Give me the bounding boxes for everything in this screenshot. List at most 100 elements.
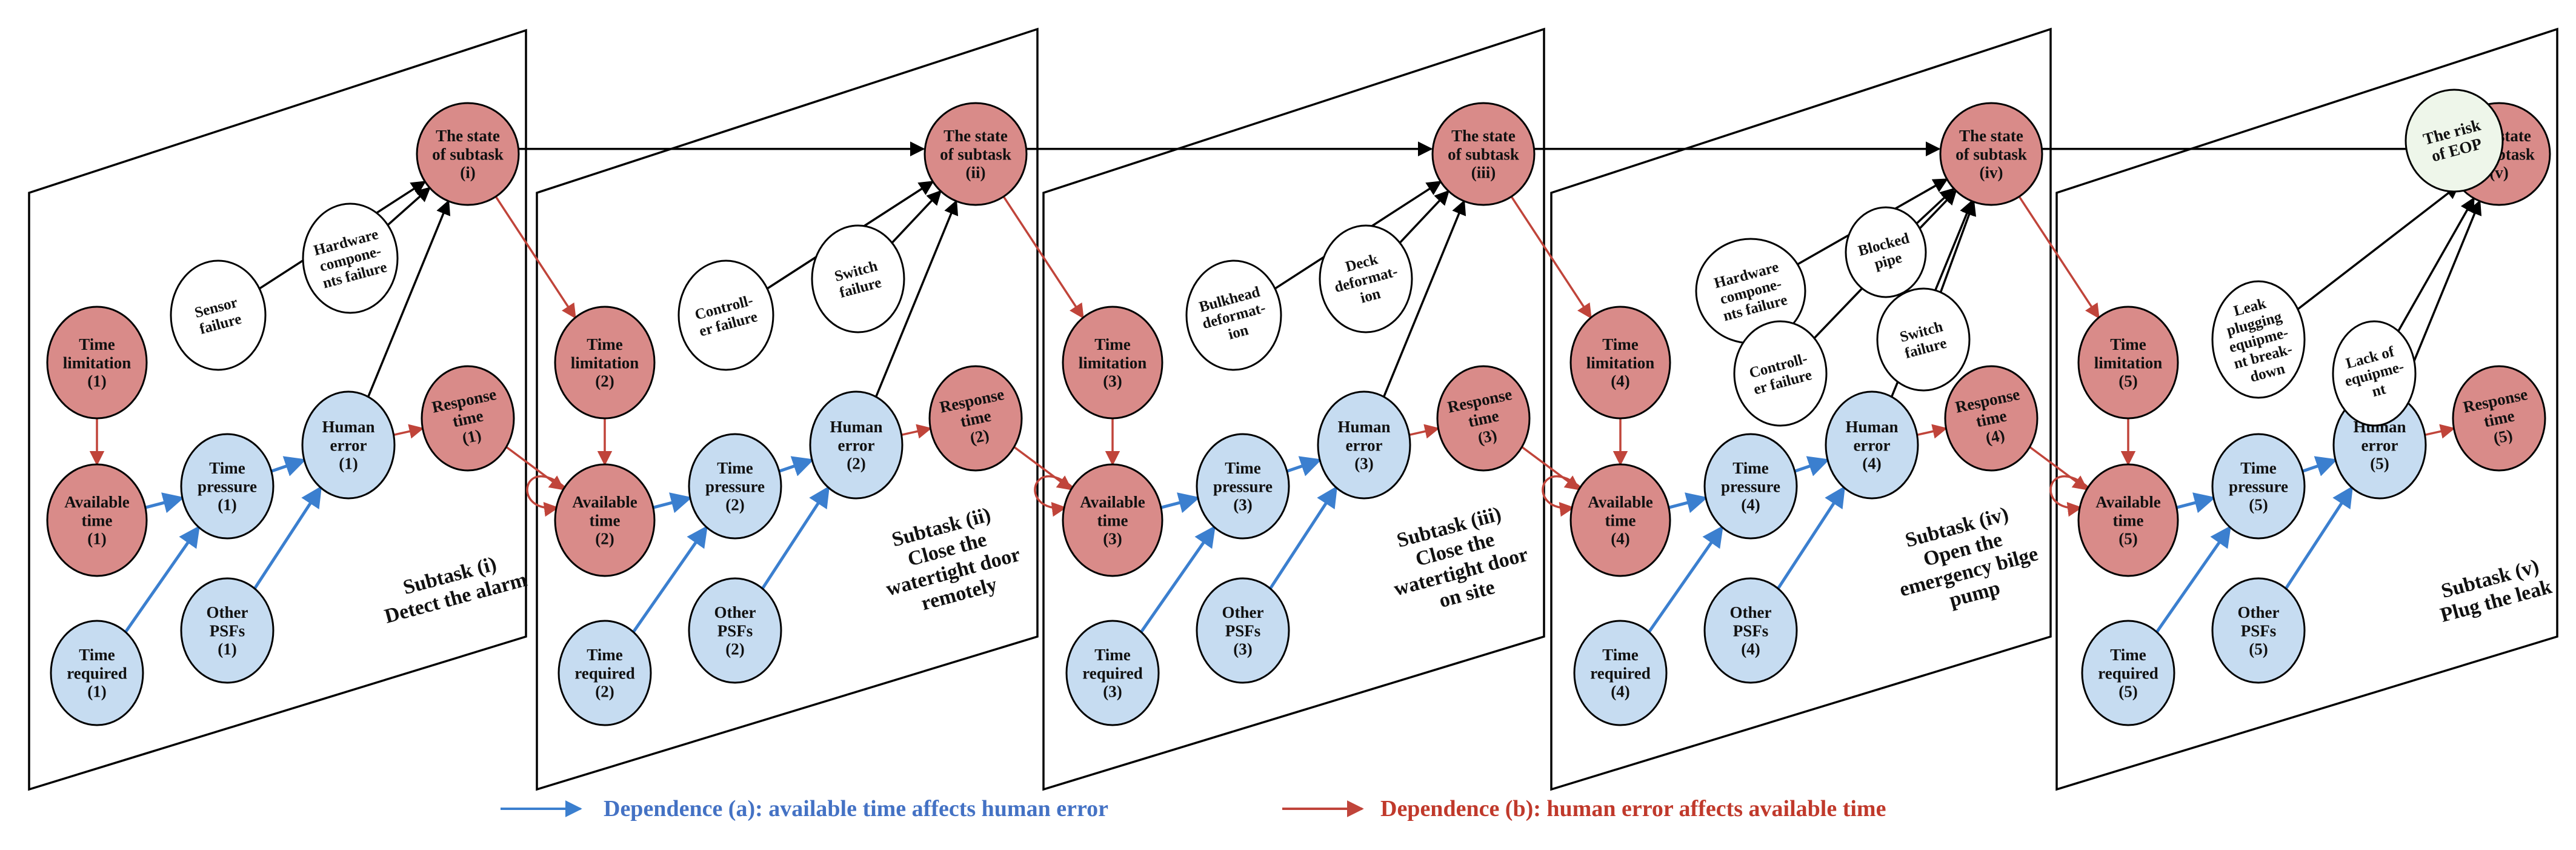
available-time-node-v-shape: [2077, 463, 2179, 577]
edge-available-to-pressure-iii: [1160, 492, 1200, 514]
time-required-node-iv-label: Time: [1602, 646, 1639, 664]
factor-node-iv-3-shape: [1876, 287, 1971, 392]
edge-response-to-next-available-2: [1013, 446, 1073, 490]
other-psfs-node-iv-label: PSFs: [1733, 621, 1769, 640]
subtask-panel-ii: [536, 27, 1039, 791]
risk-of-eop-node-shape: [2405, 89, 2504, 193]
state-node-iii-label: The state: [1451, 127, 1516, 145]
available-time-node-iii-label: time: [1097, 511, 1128, 529]
state-node-i-label: The state: [436, 127, 500, 145]
time-limitation-node-iv-label: (4): [1611, 372, 1629, 390]
factor-node-ii-1-shape: [811, 224, 905, 333]
response-time-node-ii-label: (2): [968, 426, 991, 447]
available-time-node-iv-label: (4): [1611, 530, 1629, 548]
factor-node-i-0-shape: [170, 259, 267, 371]
time-limitation-node-i-label: (1): [87, 372, 106, 390]
edge-error-to-state-ii: [875, 199, 959, 398]
edge-error-to-response-iv: [1917, 424, 1948, 439]
legend-a-text: Dependence (a): available time affects h…: [604, 796, 1108, 822]
time-pressure-node-i-label: (1): [218, 496, 236, 514]
edge-response-to-next-available-1: [505, 446, 565, 490]
time-pressure-node-ii-label: pressure: [705, 477, 765, 495]
edge-state-to-next-limitation-2: [1002, 196, 1084, 319]
available-time-node-i-label: (1): [87, 530, 106, 548]
time-pressure-node-ii-label: (2): [725, 496, 744, 514]
human-error-node-ii-label: (2): [847, 455, 865, 473]
legend: Dependence (a): available time affects h…: [501, 796, 1886, 822]
time-limitation-node-iv-label: Time: [1602, 335, 1639, 353]
factor-node-iv-2-shape: [1733, 320, 1828, 427]
available-time-node-i-label: Available: [64, 493, 130, 511]
time-pressure-node-iv-label: pressure: [1721, 477, 1780, 495]
time-required-node-iv-label: required: [1590, 664, 1651, 682]
other-psfs-node-ii-shape: [688, 577, 782, 684]
edge-psfs-to-error-ii: [761, 486, 830, 590]
human-error-node-v-label: error: [2361, 436, 2398, 454]
factor-node-v-0-shape: [2211, 280, 2306, 399]
human-error-node-i-shape: [301, 390, 396, 500]
edge-pressure-to-error-i: [270, 456, 307, 477]
response-time-node-iii-shape: [1436, 365, 1531, 472]
subtask-panels: [28, 27, 2558, 791]
available-time-node-v-label: time: [2113, 511, 2144, 529]
other-psfs-node-iii-label: PSFs: [1225, 621, 1261, 640]
time-required-node-iii-label: required: [1082, 664, 1143, 682]
time-pressure-node-iii-shape: [1196, 433, 1290, 540]
edge-state-to-next-limitation-1: [494, 196, 576, 319]
response-time-node-ii-shape: [928, 365, 1023, 472]
edge-factor-0-to-state-v: [2297, 184, 2460, 310]
response-time-node-iii-label: (3): [1476, 426, 1499, 447]
edge-available-to-pressure-i: [145, 492, 185, 514]
edge-error-to-state-iii: [1383, 199, 1466, 398]
available-time-node-ii-label: time: [590, 511, 621, 529]
other-psfs-node-ii-label: (2): [725, 640, 744, 658]
other-psfs-node-v-label: (5): [2249, 640, 2268, 658]
time-limitation-node-v-shape: [2077, 306, 2179, 420]
human-error-node-iv-label: (4): [1862, 455, 1881, 473]
edge-error-to-response-ii: [901, 424, 932, 439]
time-limitation-node-ii-label: Time: [587, 335, 623, 353]
edge-factor-1-to-state-v: [2397, 196, 2475, 332]
time-limitation-node-ii-shape: [554, 306, 656, 420]
time-required-node-i-shape: [50, 620, 144, 726]
time-limitation-node-v-label: limitation: [2094, 353, 2163, 372]
human-error-node-i-label: Human: [322, 418, 374, 436]
human-error-node-iii-label: Human: [1337, 418, 1390, 436]
time-limitation-node-v-label: Time: [2110, 335, 2146, 353]
time-pressure-node-i-label: pressure: [198, 477, 257, 495]
time-limitation-node-iv-label: limitation: [1586, 353, 1655, 372]
time-required-node-v-label: (5): [2118, 683, 2137, 701]
human-error-node-ii-label: Human: [830, 418, 882, 436]
edge-response-to-next-available-3: [1521, 446, 1580, 490]
factor-node-iii-1-shape: [1319, 224, 1413, 333]
time-limitation-node-v-label: (5): [2118, 372, 2137, 390]
available-time-node-iv-label: Available: [1588, 493, 1653, 511]
edge-factor-3-to-state-iv: [1939, 200, 1977, 293]
time-pressure-node-iv-label: (4): [1741, 496, 1760, 514]
available-time-node-i-shape: [46, 463, 148, 577]
edge-state-to-next-limitation-3: [1510, 196, 1592, 319]
other-psfs-node-v-shape: [2211, 577, 2306, 684]
legend-item-a: Dependence (a): available time affects h…: [501, 796, 1108, 822]
